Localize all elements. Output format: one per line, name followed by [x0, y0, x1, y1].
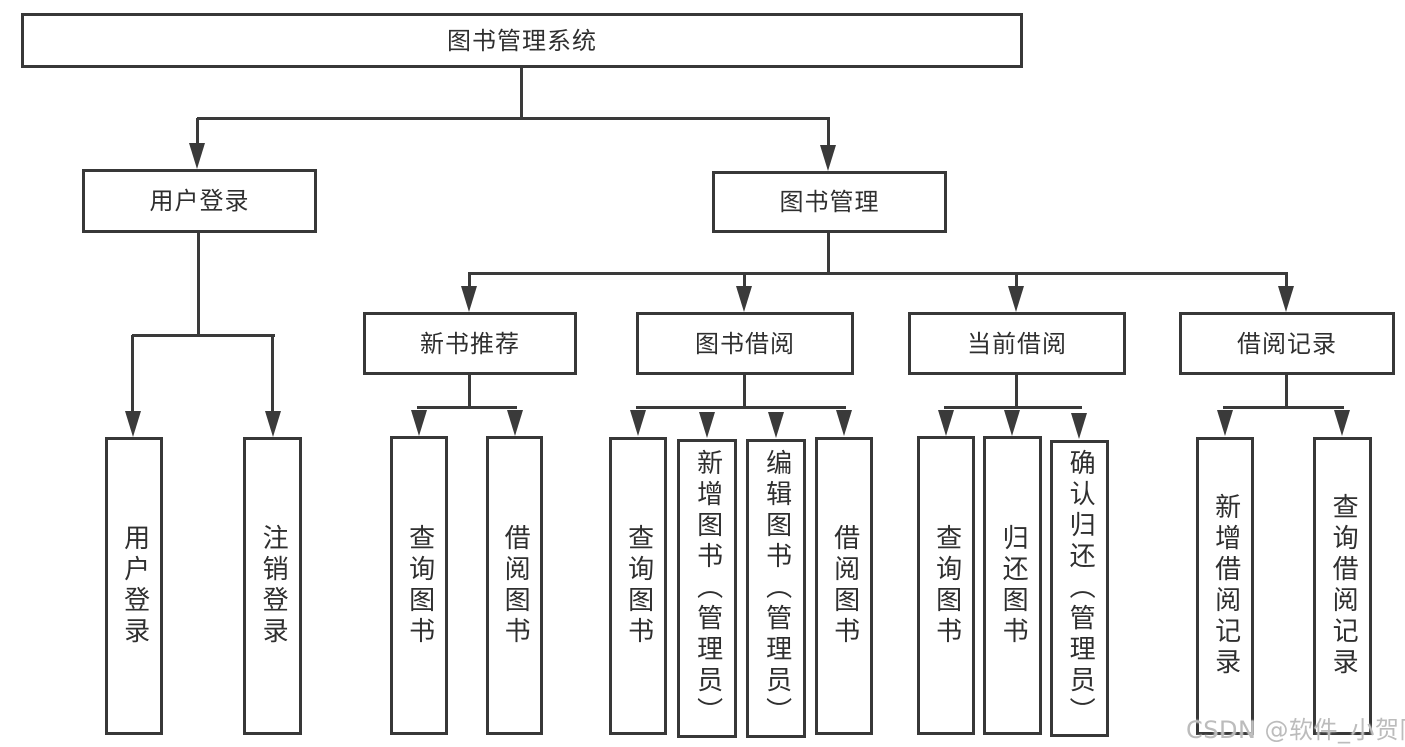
connector-line — [468, 273, 471, 289]
connector-line — [131, 335, 134, 413]
node-br-add: 新增借阅记录 — [1196, 437, 1254, 735]
node-bb-borrow: 借阅图书 — [815, 437, 873, 735]
node-borrow-records: 借阅记录 — [1179, 312, 1395, 375]
connector-line — [1223, 406, 1344, 409]
arrow-down-icon — [1004, 410, 1020, 436]
arrow-down-icon — [1278, 286, 1294, 312]
node-br-query-label: 查询借阅记录 — [1328, 493, 1359, 679]
connector-line — [468, 375, 471, 408]
node-bb-query-label: 查询图书 — [623, 524, 654, 648]
node-ul-logout: 注销登录 — [243, 437, 302, 735]
arrow-down-icon — [836, 410, 852, 436]
arrow-down-icon — [938, 410, 954, 436]
connector-line — [1015, 375, 1018, 408]
node-book-borrow: 图书借阅 — [636, 312, 854, 375]
arrow-down-icon — [1217, 410, 1233, 436]
connector-line — [197, 233, 200, 336]
node-bb-add-label: 新增图书（管理员） — [692, 449, 723, 728]
node-bb-query: 查询图书 — [609, 437, 667, 735]
node-book-mgmt-label: 图书管理 — [779, 188, 880, 216]
node-cb-confirm: 确认归还（管理员） — [1050, 440, 1109, 737]
node-cb-return: 归还图书 — [983, 436, 1042, 735]
node-br-add-label: 新增借阅记录 — [1210, 493, 1241, 679]
node-cb-query-label: 查询图书 — [931, 523, 962, 648]
connector-line — [1015, 273, 1018, 289]
node-root-label: 图书管理系统 — [447, 26, 597, 55]
node-borrow-records-label: 借阅记录 — [1237, 329, 1337, 358]
arrow-down-icon — [265, 411, 281, 437]
connector-line — [827, 118, 830, 147]
arrow-down-icon — [736, 286, 752, 312]
node-current-borrow-label: 当前借阅 — [967, 329, 1067, 358]
connector-line — [196, 118, 199, 145]
connector-line — [468, 272, 1288, 275]
arrow-down-icon — [820, 145, 836, 171]
arrow-down-icon — [1071, 413, 1087, 439]
arrow-down-icon — [411, 410, 427, 436]
node-cb-query: 查询图书 — [917, 436, 975, 735]
node-user-login-label: 用户登录 — [149, 187, 250, 215]
connector-line — [827, 233, 830, 274]
arrow-down-icon — [768, 412, 784, 438]
connector-line — [271, 335, 274, 413]
connector-line — [520, 68, 523, 119]
node-bb-edit: 编辑图书（管理员） — [746, 439, 806, 738]
node-cb-confirm-label: 确认归还（管理员） — [1065, 449, 1096, 728]
node-user-login: 用户登录 — [82, 169, 317, 233]
connector-line — [1285, 273, 1288, 289]
connector-line — [417, 406, 517, 409]
connector-line — [1285, 375, 1288, 408]
connector-line — [636, 406, 846, 409]
arrow-down-icon — [507, 410, 523, 436]
node-nb-query-label: 查询图书 — [404, 523, 435, 648]
arrow-down-icon — [125, 411, 141, 437]
arrow-down-icon — [699, 412, 715, 438]
connector-line — [197, 117, 830, 120]
node-new-book-rec-label: 新书推荐 — [420, 329, 520, 358]
node-nb-query: 查询图书 — [390, 436, 448, 735]
node-root: 图书管理系统 — [21, 13, 1023, 68]
arrow-down-icon — [1334, 410, 1350, 436]
arrow-down-icon — [189, 143, 205, 169]
connector-line — [944, 406, 1082, 409]
connector-line — [132, 334, 275, 337]
csdn-watermark: CSDN @软件_小贺同学 — [1186, 716, 1405, 744]
arrow-down-icon — [630, 410, 646, 436]
connector-line — [743, 375, 746, 408]
node-current-borrow: 当前借阅 — [908, 312, 1126, 375]
node-ul-user-login: 用户登录 — [105, 437, 163, 735]
node-bb-add: 新增图书（管理员） — [677, 439, 737, 738]
node-cb-return-label: 归还图书 — [998, 523, 1029, 648]
node-nb-borrow: 借阅图书 — [486, 436, 543, 735]
connector-line — [743, 273, 746, 289]
node-bb-borrow-label: 借阅图书 — [829, 524, 860, 648]
arrow-down-icon — [1008, 286, 1024, 312]
node-book-mgmt: 图书管理 — [712, 171, 947, 233]
node-ul-user-login-label: 用户登录 — [119, 524, 150, 648]
node-br-query: 查询借阅记录 — [1313, 437, 1372, 735]
node-ul-logout-label: 注销登录 — [258, 524, 289, 648]
node-bb-edit-label: 编辑图书（管理员） — [761, 449, 792, 728]
node-book-borrow-label: 图书借阅 — [695, 329, 795, 358]
node-new-book-rec: 新书推荐 — [363, 312, 577, 375]
node-nb-borrow-label: 借阅图书 — [500, 523, 531, 648]
arrow-down-icon — [461, 286, 477, 312]
